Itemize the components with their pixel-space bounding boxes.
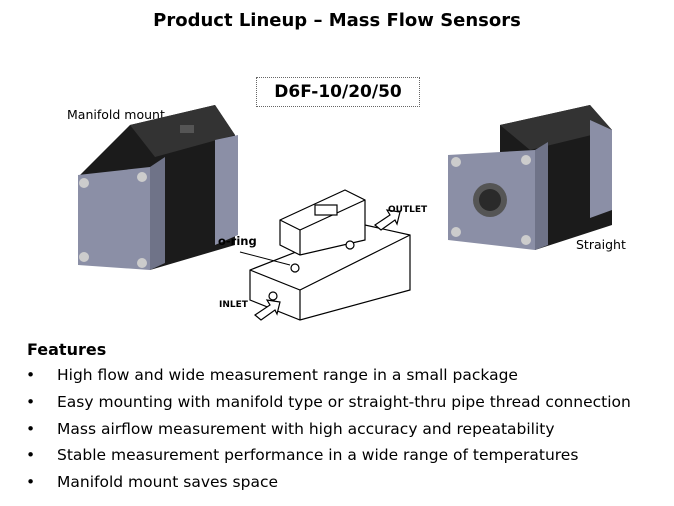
mounting-diagram bbox=[239, 189, 411, 321]
bullet: • bbox=[26, 366, 36, 384]
manifold-sensor-image bbox=[78, 105, 238, 270]
inlet-label: INLET bbox=[219, 300, 248, 310]
straight-sensor-image bbox=[448, 105, 612, 250]
slide-title: Product Lineup – Mass Flow Sensors bbox=[153, 10, 521, 31]
bullet: • bbox=[26, 392, 36, 411]
feature-text: Easy mounting with manifold type or stra… bbox=[57, 392, 631, 411]
model-label: D6F-10/20/50 bbox=[256, 77, 420, 107]
manifold-mount-label: Manifold mount bbox=[67, 107, 165, 122]
feature-item: • Easy mounting with manifold type or str… bbox=[26, 393, 631, 420]
bullet: • bbox=[26, 419, 36, 438]
features-list: • High flow and wide measurement range in… bbox=[26, 366, 631, 500]
oring-label: o-ring bbox=[218, 234, 257, 248]
straight-label: Straight bbox=[576, 237, 626, 252]
bullet: • bbox=[26, 446, 36, 465]
feature-item: • Manifold mount saves space bbox=[26, 473, 631, 500]
feature-item: • Stable measurement performance in a wid… bbox=[26, 446, 631, 473]
feature-text: Manifold mount saves space bbox=[57, 473, 279, 492]
outlet-label: OUTLET bbox=[388, 205, 428, 215]
bullet: • bbox=[26, 473, 36, 492]
features-heading: Features bbox=[27, 340, 107, 359]
feature-text: Stable measurement performance in a wide… bbox=[57, 446, 579, 465]
feature-item: • High flow and wide measurement range in… bbox=[26, 366, 631, 393]
feature-item: • Mass airflow measurement with high accu… bbox=[26, 420, 631, 447]
feature-text: High flow and wide measurement range in … bbox=[57, 366, 518, 384]
feature-text: Mass airflow measurement with high accur… bbox=[57, 419, 555, 438]
